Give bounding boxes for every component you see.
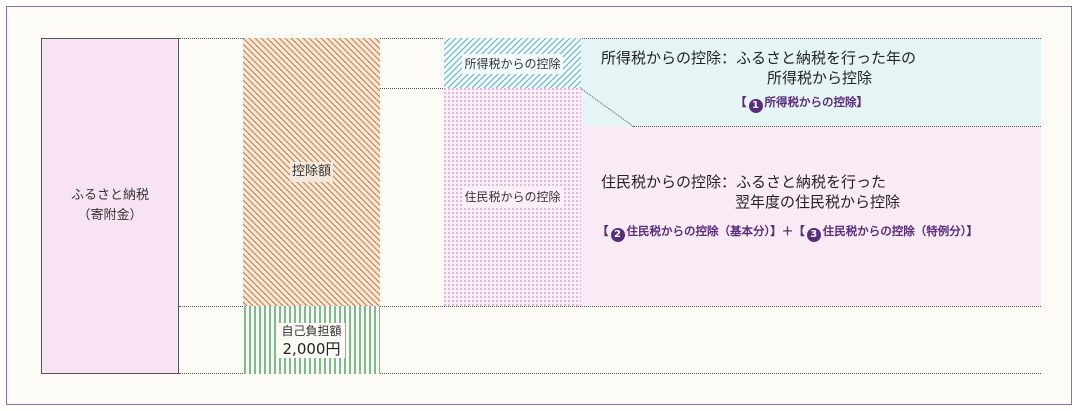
resident-note-text-b: 住民税からの控除（特例分）】 bbox=[822, 224, 978, 238]
number-3-icon: 3 bbox=[806, 228, 821, 242]
number-2-icon: 2 bbox=[610, 228, 625, 242]
guide-line-top bbox=[179, 38, 1041, 39]
income-tax-box-label: 所得税からの控除 bbox=[462, 53, 563, 74]
income-title-line1: 所得税からの控除：ふるさと納税を行った年の bbox=[601, 49, 917, 67]
self-burden-amount: 2,000円 bbox=[282, 339, 341, 358]
deduction-box: 控除額 bbox=[243, 38, 380, 306]
number-1-icon: 1 bbox=[748, 99, 763, 113]
income-title-line2: 所得税から控除 bbox=[767, 69, 873, 87]
donation-label-line2: （寄附金） bbox=[77, 208, 143, 223]
resident-title-line1: 住民税からの控除：ふるさと納税を行った bbox=[601, 173, 887, 191]
resident-tax-box: 住民税からの控除 bbox=[444, 88, 581, 306]
resident-tax-box-label: 住民税からの控除 bbox=[462, 187, 563, 207]
self-burden-label: 自己負担額 bbox=[281, 323, 342, 338]
income-note-text: 所得税からの控除】 bbox=[764, 95, 869, 109]
resident-note-text-a: 住民税からの控除（基本分）】＋【 bbox=[626, 224, 805, 238]
guide-line-bottom bbox=[179, 373, 1041, 374]
income-note-open: 【 bbox=[735, 95, 747, 109]
donation-label-line1: ふるさと納税 bbox=[70, 188, 149, 203]
guide-line-middle bbox=[179, 306, 1041, 307]
guide-line-income-band-bottom bbox=[633, 126, 1041, 127]
deduction-label: 控除額 bbox=[289, 162, 333, 182]
income-tax-box: 所得税からの控除 bbox=[444, 38, 581, 89]
income-band bbox=[581, 38, 1041, 126]
diagram-frame: ふるさと納税 （寄附金） 控除額 自己負担額 2,000円 所得税からの控除 住… bbox=[6, 6, 1072, 405]
donation-box: ふるさと納税 （寄附金） bbox=[41, 38, 179, 374]
resident-note-open: 【 bbox=[597, 224, 609, 238]
resident-band bbox=[581, 126, 1041, 306]
resident-title-line2: 翌年度の住民税から控除 bbox=[735, 193, 901, 211]
self-burden-box: 自己負担額 2,000円 bbox=[243, 306, 380, 374]
